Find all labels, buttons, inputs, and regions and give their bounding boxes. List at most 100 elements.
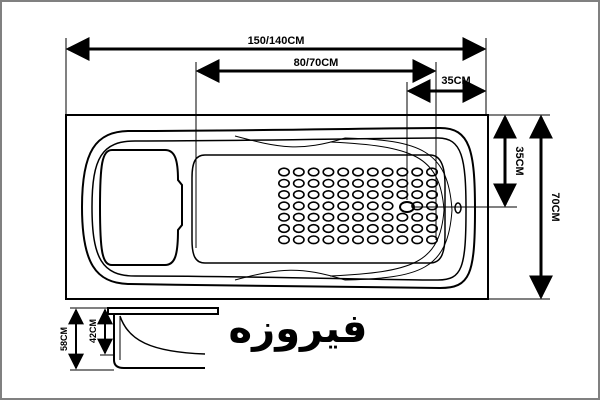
anti-slip-dot <box>307 223 320 234</box>
anti-slip-dot <box>277 212 290 222</box>
anti-slip-dot <box>396 212 409 222</box>
anti-slip-dot <box>411 190 424 200</box>
anti-slip-dot <box>292 223 305 234</box>
headrest-icon <box>98 149 183 266</box>
inner-height-label: 42CM <box>88 319 98 343</box>
side-view <box>68 307 219 371</box>
anti-slip-dot <box>307 212 320 222</box>
brand-logo-text: فیروزه <box>229 306 368 352</box>
anti-slip-dot <box>322 178 335 188</box>
anti-slip-dot <box>337 212 350 222</box>
side-rim <box>107 307 219 315</box>
anti-slip-dot <box>396 167 409 177</box>
anti-slip-dot <box>425 201 438 211</box>
anti-slip-dot <box>277 178 290 188</box>
drain-offset-label: 35CM <box>441 75 470 87</box>
anti-slip-dot <box>396 178 409 188</box>
anti-slip-dot <box>381 235 394 245</box>
anti-slip-dot <box>292 212 305 222</box>
side-profile-curve <box>119 315 206 355</box>
anti-slip-dot <box>292 167 305 177</box>
anti-slip-dot <box>351 201 364 211</box>
anti-slip-dot <box>351 223 364 234</box>
anti-slip-dot <box>366 190 379 200</box>
anti-slip-dot <box>277 223 290 234</box>
anti-slip-dot <box>396 190 409 200</box>
anti-slip-dot <box>425 178 438 188</box>
anti-slip-dot <box>322 167 335 177</box>
anti-slip-dot <box>307 235 320 245</box>
anti-slip-dot <box>351 212 364 222</box>
anti-slip-dot <box>292 201 305 211</box>
anti-slip-dot <box>337 178 350 188</box>
overall-length-label: 150/140CM <box>248 35 305 47</box>
anti-slip-dot <box>425 190 438 200</box>
total-height-label: 58CM <box>59 327 69 351</box>
anti-slip-dot <box>277 190 290 200</box>
anti-slip-dot <box>411 212 424 222</box>
anti-slip-dot <box>425 235 438 245</box>
anti-slip-dot <box>381 201 394 211</box>
anti-slip-dot <box>292 178 305 188</box>
anti-slip-dot <box>337 201 350 211</box>
anti-slip-dot <box>337 167 350 177</box>
anti-slip-dot <box>351 178 364 188</box>
anti-slip-dot <box>425 167 438 177</box>
anti-slip-dot <box>351 235 364 245</box>
tub-basin-outer <box>80 126 477 290</box>
side-contour-top <box>234 135 346 148</box>
anti-slip-dot <box>337 223 350 234</box>
anti-slip-dot <box>366 178 379 188</box>
anti-slip-dot <box>351 167 364 177</box>
anti-slip-dot <box>411 167 424 177</box>
anti-slip-dot <box>277 201 290 211</box>
anti-slip-dot <box>322 223 335 234</box>
anti-slip-dot <box>337 190 350 200</box>
anti-slip-dot <box>381 212 394 222</box>
anti-slip-dot <box>396 235 409 245</box>
anti-slip-dot <box>292 190 305 200</box>
side-profile-outer <box>113 314 205 369</box>
side-contour-bottom <box>234 269 346 281</box>
anti-slip-dot <box>322 190 335 200</box>
anti-slip-dot <box>411 201 424 211</box>
anti-slip-dot <box>366 235 379 245</box>
anti-slip-dots <box>277 167 438 245</box>
anti-slip-dot <box>322 201 335 211</box>
anti-slip-dot <box>292 235 305 245</box>
basin-contour-1 <box>344 137 453 281</box>
anti-slip-dot <box>381 223 394 234</box>
anti-slip-dot <box>277 235 290 245</box>
tub-basin-inner <box>91 137 467 281</box>
overall-width-label: 70CM <box>549 192 561 221</box>
basin-contour-2 <box>329 141 445 277</box>
anti-slip-dot <box>307 201 320 211</box>
anti-slip-dot <box>366 201 379 211</box>
anti-slip-dot <box>277 167 290 177</box>
inner-length-label: 80/70CM <box>294 57 339 69</box>
anti-slip-dot <box>307 178 320 188</box>
anti-slip-dot <box>425 223 438 234</box>
anti-slip-dot <box>381 190 394 200</box>
anti-slip-dot <box>381 178 394 188</box>
anti-slip-dot <box>411 235 424 245</box>
anti-slip-dot <box>307 190 320 200</box>
anti-slip-dot <box>366 223 379 234</box>
overflow-icon <box>454 202 462 214</box>
anti-slip-dot <box>366 212 379 222</box>
anti-slip-dot <box>411 178 424 188</box>
anti-slip-dot <box>425 212 438 222</box>
anti-slip-dot <box>411 223 424 234</box>
anti-slip-dot <box>381 167 394 177</box>
anti-slip-dot <box>366 167 379 177</box>
anti-slip-dot <box>337 235 350 245</box>
floor-platform <box>191 154 446 264</box>
anti-slip-dot <box>322 212 335 222</box>
anti-slip-dot <box>351 190 364 200</box>
half-width-label: 35CM <box>513 146 525 175</box>
anti-slip-dot <box>322 235 335 245</box>
anti-slip-dot <box>396 223 409 234</box>
